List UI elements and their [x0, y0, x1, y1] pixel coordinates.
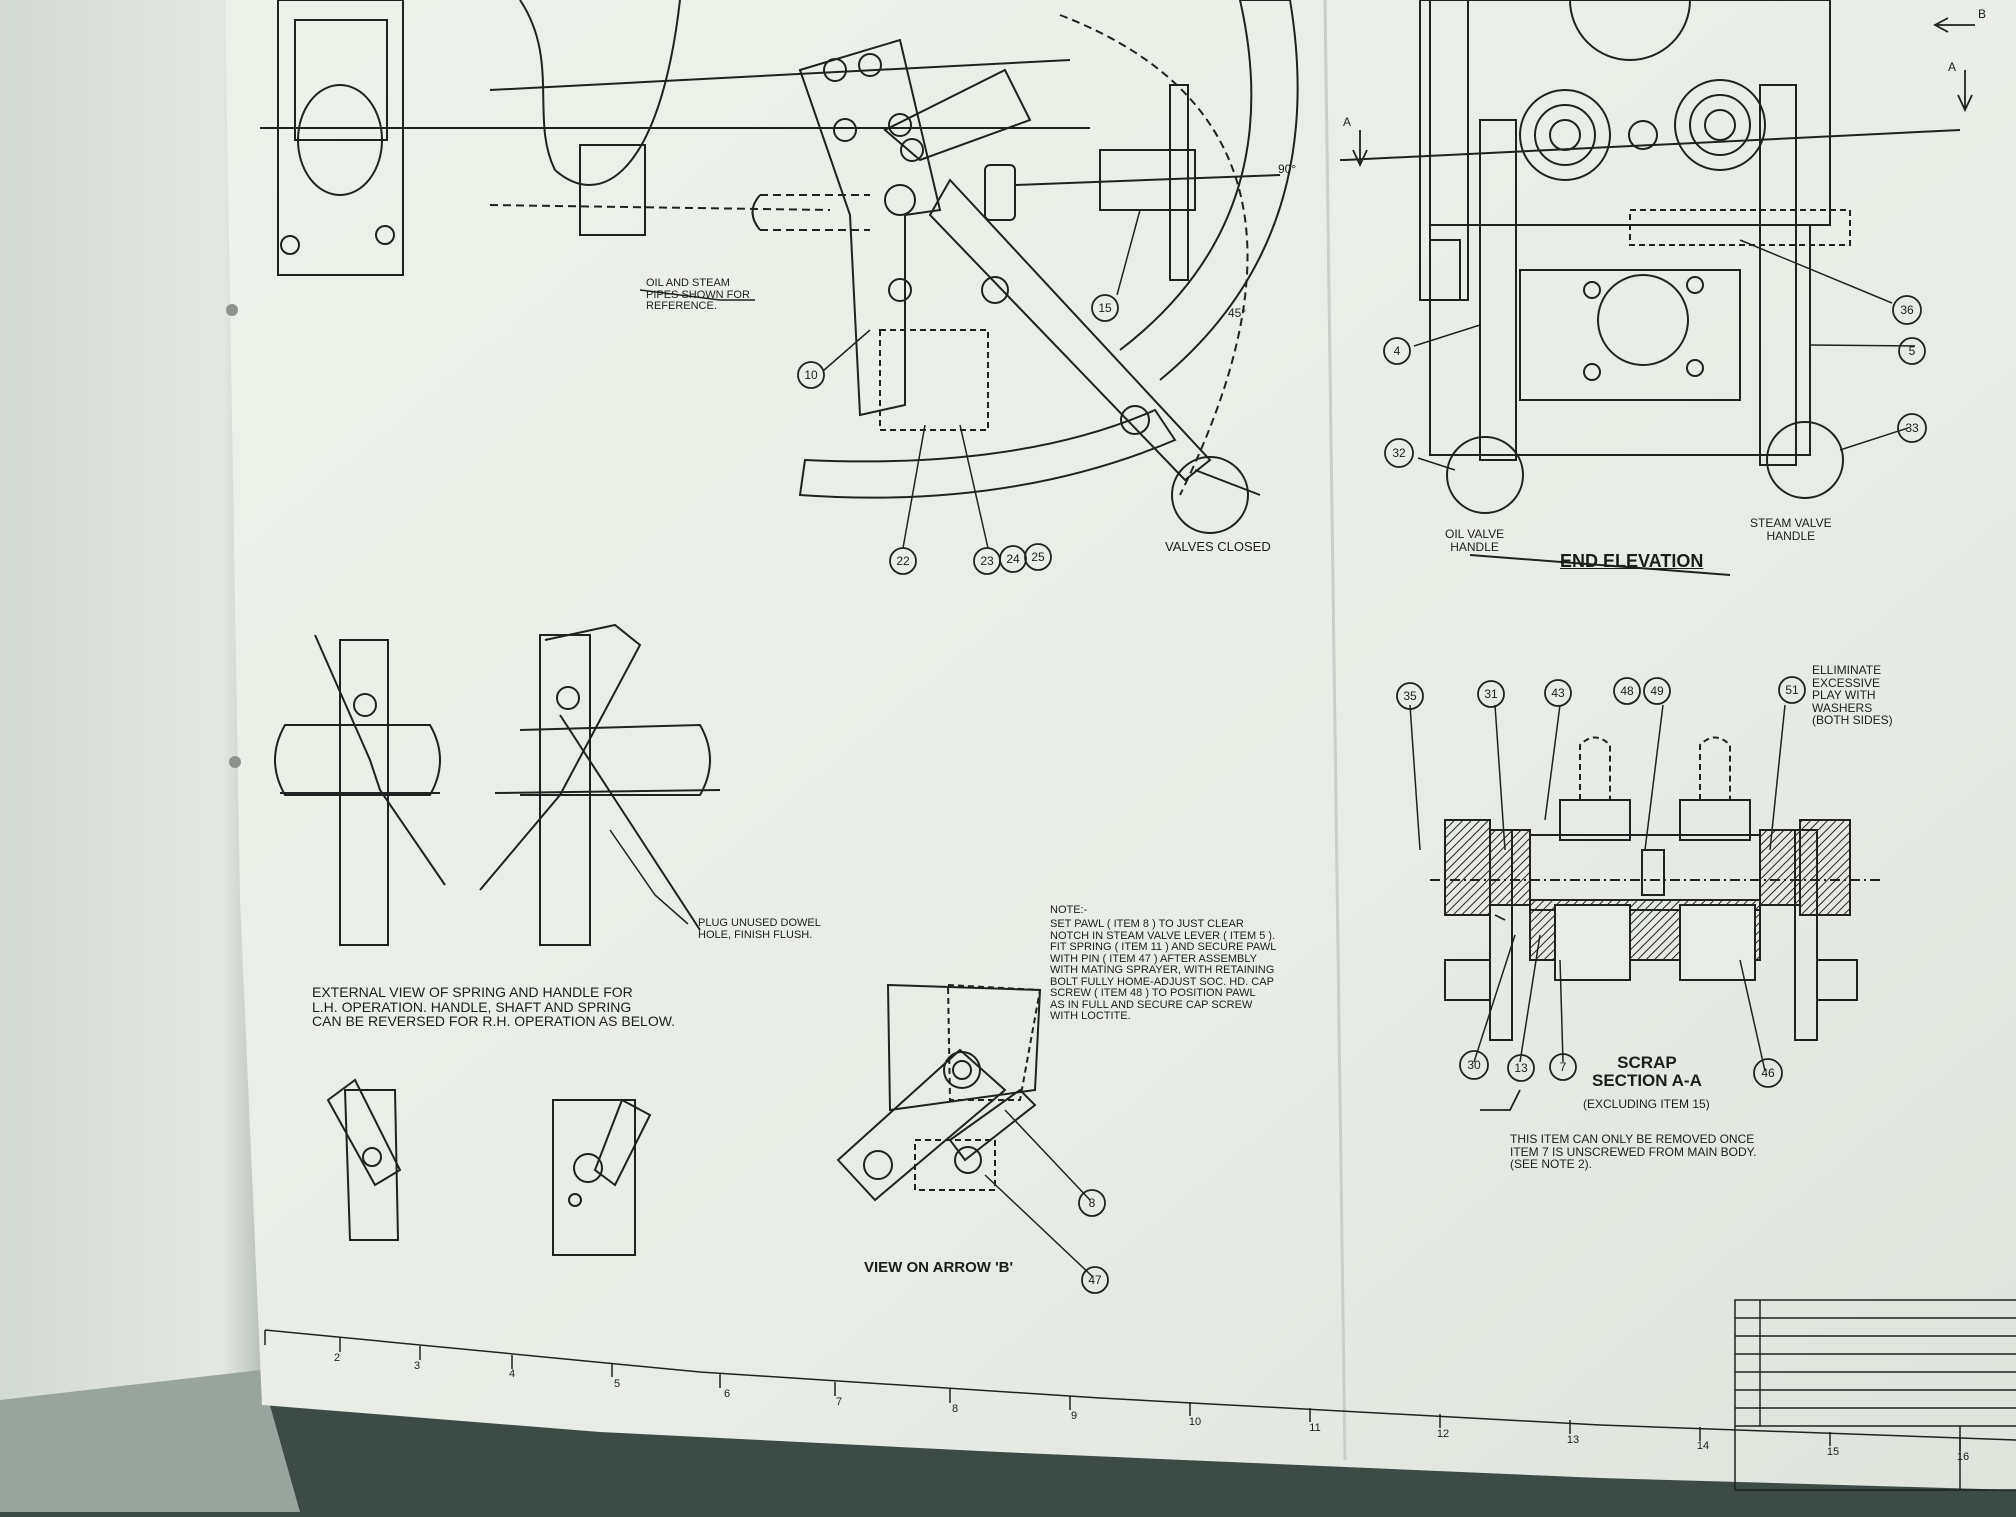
callout-51: 51	[1785, 683, 1799, 697]
callout-10: 10	[804, 368, 818, 382]
rh-operation-views	[326, 1078, 652, 1256]
section-marker-a: A	[1343, 115, 1352, 129]
ruler-number: 6	[723, 1388, 731, 1400]
plug-dowel-note: PLUG UNUSED DOWEL HOLE, FINISH FLUSH.	[698, 917, 821, 941]
note-header: NOTE:-	[1050, 904, 1088, 916]
binder-ring-icon	[226, 304, 238, 316]
callout-47: 47	[1088, 1273, 1102, 1287]
section-marker-a-right: A	[1948, 60, 1957, 74]
callout-49: 49	[1650, 684, 1664, 698]
ruler-number: 10	[1188, 1416, 1202, 1428]
callout-23: 23	[980, 554, 994, 568]
callout-30: 30	[1467, 1058, 1481, 1072]
callout-5: 5	[1908, 344, 1916, 358]
angle-90-label: 90°	[1278, 162, 1297, 176]
ruler-number: 7	[835, 1396, 843, 1408]
item7-removal-note: THIS ITEM CAN ONLY BE REMOVED ONCE ITEM …	[1510, 1132, 1757, 1172]
callout-43: 43	[1551, 686, 1565, 700]
page-shadow	[0, 1370, 300, 1512]
arrow-b-view-title: VIEW ON ARROW 'B'	[864, 1259, 1014, 1276]
valves-closed-label: VALVES CLOSED	[1165, 539, 1271, 554]
callout-4: 4	[1393, 344, 1401, 358]
ruler-number: 9	[1070, 1410, 1078, 1422]
callout-7: 7	[1559, 1060, 1567, 1074]
callout-22: 22	[896, 554, 910, 568]
callout-33: 33	[1905, 421, 1919, 435]
arrow-marker-b: B	[1978, 7, 1987, 21]
sheet-paper	[225, 0, 2016, 1490]
spring-handle-view	[274, 623, 721, 946]
ruler-number: 16	[1956, 1451, 1970, 1463]
ruler-number: 11	[1309, 1422, 1321, 1434]
callout-circles	[797, 294, 1927, 1294]
end-elevation-view	[1340, 0, 1961, 576]
title-block	[1734, 1299, 2016, 1491]
oil-steam-pipes-note: OIL AND STEAM PIPES SHOWN FOR REFERENCE.	[646, 277, 750, 313]
ruler-number: 12	[1436, 1428, 1450, 1440]
ruler-number: 5	[613, 1378, 621, 1390]
left-page	[0, 0, 262, 1512]
callout-48: 48	[1620, 684, 1634, 698]
callout-35: 35	[1403, 689, 1417, 703]
scrap-section-subtitle: (EXCLUDING ITEM 15)	[1583, 1097, 1710, 1111]
callout-15: 15	[1098, 301, 1112, 315]
callout-31: 31	[1484, 687, 1498, 701]
top-left-partial-view	[260, 0, 1090, 276]
callout-46: 46	[1761, 1066, 1775, 1080]
sheet-fold	[1323, 0, 1347, 1461]
section-arrows	[1352, 17, 1975, 1111]
callout-24: 24	[1006, 552, 1020, 566]
scrap-section-title: SCRAP SECTION A-A	[1592, 1053, 1702, 1090]
lever-mechanism-view	[751, 0, 1299, 534]
callout-25: 25	[1031, 550, 1045, 564]
angle-45-label: 45°	[1228, 306, 1247, 320]
ruler-number: 4	[508, 1368, 516, 1380]
binder-ring-icon	[229, 756, 241, 768]
external-view-caption: EXTERNAL VIEW OF SPRING AND HANDLE FOR L…	[312, 984, 676, 1030]
callout-8: 8	[1088, 1196, 1096, 1210]
steam-valve-handle-label: STEAM VALVE HANDLE	[1750, 516, 1832, 543]
callout-32: 32	[1392, 446, 1406, 460]
arrow-b-view	[836, 983, 1042, 1202]
ruler-number: 8	[951, 1403, 959, 1415]
leader-lines	[609, 209, 1916, 1278]
ruler-number: 15	[1826, 1446, 1840, 1458]
scrap-section-view	[1430, 736, 1880, 1041]
ruler-number: 2	[333, 1352, 341, 1364]
callout-36: 36	[1900, 303, 1914, 317]
ruler-number: 3	[413, 1360, 421, 1372]
ruler-number: 14	[1696, 1440, 1710, 1452]
oil-valve-handle-label: OIL VALVE HANDLE	[1445, 527, 1505, 554]
note-body: SET PAWL ( ITEM 8 ) TO JUST CLEAR NOTCH …	[1050, 918, 1277, 1023]
end-elevation-title: END ELEVATION	[1560, 551, 1704, 571]
ruler-number: 13	[1566, 1434, 1580, 1446]
eliminate-play-note: ELLIMINATE EXCESSIVE PLAY WITH WASHERS (…	[1812, 663, 1893, 728]
callout-13: 13	[1514, 1061, 1528, 1075]
